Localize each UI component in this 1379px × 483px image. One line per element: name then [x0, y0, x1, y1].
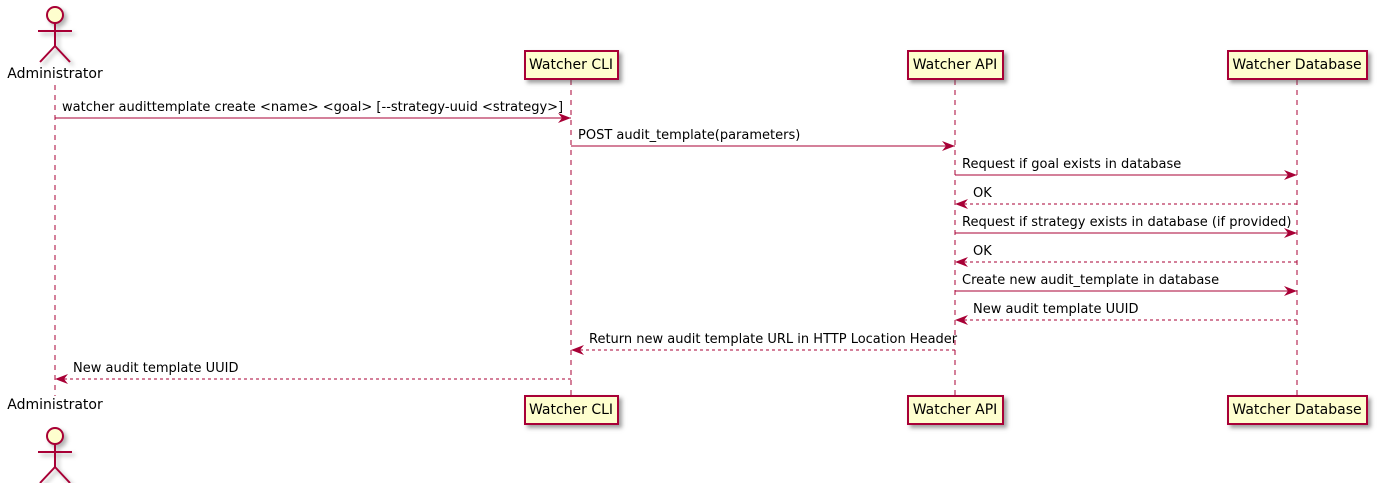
- participant-box-watcher-cli-bottom: Watcher CLI: [523, 395, 619, 425]
- actor-leg-left: [39, 466, 56, 483]
- message-label-1: POST audit_template(parameters): [578, 128, 801, 143]
- message-arrowhead-9: [55, 374, 68, 384]
- actor-leg-right: [54, 45, 71, 63]
- message-label-5: OK: [973, 244, 992, 259]
- message-label-9: New audit template UUID: [73, 361, 239, 376]
- actor-figure-administrator-bottom: [38, 427, 72, 483]
- actor-head: [46, 427, 64, 445]
- participant-box-watcher-cli-top: Watcher CLI: [523, 50, 619, 80]
- message-arrowhead-4: [1284, 228, 1297, 238]
- actor-leg-left: [39, 45, 56, 63]
- message-arrowhead-3: [955, 199, 968, 209]
- message-label-8: Return new audit template URL in HTTP Lo…: [589, 332, 958, 347]
- message-label-4: Request if strategy exists in database (…: [962, 215, 1292, 230]
- participant-box-watcher-database-top: Watcher Database: [1226, 50, 1368, 80]
- message-arrowhead-1: [942, 141, 955, 151]
- participant-box-watcher-api-bottom: Watcher API: [906, 395, 1004, 425]
- actor-figure-administrator-top: [38, 6, 72, 63]
- message-arrowhead-0: [558, 113, 571, 123]
- message-arrowhead-2: [1284, 170, 1297, 180]
- message-label-2: Request if goal exists in database: [962, 157, 1182, 172]
- message-label-7: New audit template UUID: [973, 302, 1139, 317]
- message-arrowhead-5: [955, 257, 968, 267]
- actor-label-top-administrator: Administrator: [7, 66, 103, 82]
- actor-leg-right: [54, 466, 71, 483]
- message-label-6: Create new audit_template in database: [962, 273, 1220, 288]
- message-arrowhead-8: [571, 345, 584, 355]
- message-label-0: watcher audittemplate create <name> <goa…: [62, 100, 564, 115]
- actor-head: [46, 6, 64, 24]
- participant-box-watcher-api-top: Watcher API: [906, 50, 1004, 80]
- message-arrowhead-7: [955, 315, 968, 325]
- participant-box-watcher-database-bottom: Watcher Database: [1226, 395, 1368, 425]
- actor-label-bottom-administrator: Administrator: [7, 397, 103, 413]
- message-label-3: OK: [973, 186, 992, 201]
- message-arrowhead-6: [1284, 286, 1297, 296]
